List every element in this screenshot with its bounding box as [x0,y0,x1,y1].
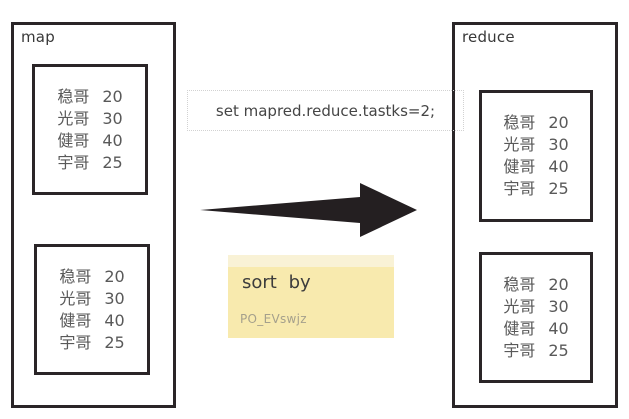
record-value: 40 [548,318,569,338]
record-value: 20 [548,113,569,132]
sticky-note: sort by PO_EVswjz [228,255,394,338]
record-name: 宇哥 [57,152,90,172]
record-name: 稳哥 [59,266,92,286]
record-name: 健哥 [57,130,90,150]
record-row: 宇哥 25 [503,178,568,200]
record-name: 健哥 [503,318,536,338]
map-container: map 稳哥 20 光哥 30 健哥 40 宇哥 25 稳哥 20 [11,22,176,408]
record-value: 25 [548,179,569,198]
sticky-note-band [228,255,394,267]
record-value: 20 [102,86,123,106]
record-value: 30 [102,108,123,128]
record-value: 25 [102,152,123,172]
record-row: 健哥 40 [57,130,122,152]
command-box: set mapred.reduce.tastks=2; [187,90,464,131]
record-value: 40 [548,157,569,176]
record-name: 宇哥 [59,332,92,352]
record-name: 光哥 [503,135,536,154]
record-value: 20 [104,266,125,286]
record-row: 稳哥 20 [59,266,124,288]
record-row: 健哥 40 [59,310,124,332]
record-row: 稳哥 20 [503,274,568,296]
record-name: 稳哥 [57,86,90,106]
record-row: 健哥 40 [503,318,568,340]
sticky-note-title: sort by [242,272,311,293]
sticky-note-watermark: PO_EVswjz [240,312,307,326]
command-text: set mapred.reduce.tastks=2; [215,101,436,120]
record-row: 宇哥 25 [503,340,568,362]
record-row: 光哥 30 [503,296,568,318]
record-value: 30 [548,296,569,316]
record-value: 25 [548,340,569,360]
reduce-partition-1: 稳哥 20 光哥 30 健哥 40 宇哥 25 [479,90,593,222]
record-row: 稳哥 20 [503,112,568,134]
reduce-partition-2: 稳哥 20 光哥 30 健哥 40 宇哥 25 [479,252,593,383]
record-value: 40 [104,310,125,330]
record-name: 光哥 [59,288,92,308]
record-value: 25 [104,332,125,352]
record-row: 宇哥 25 [59,332,124,354]
record-value: 30 [548,135,569,154]
record-name: 宇哥 [503,340,536,360]
record-name: 稳哥 [503,274,536,294]
record-row: 稳哥 20 [57,86,122,108]
record-row: 宇哥 25 [57,152,122,174]
reduce-container: reduce 稳哥 20 光哥 30 健哥 40 宇哥 25 稳哥 20 [452,22,618,408]
record-value: 20 [548,274,569,294]
record-name: 光哥 [57,108,90,128]
map-to-reduce-arrow-icon [196,178,422,242]
record-row: 健哥 40 [503,156,568,178]
map-partition-2: 稳哥 20 光哥 30 健哥 40 宇哥 25 [34,244,150,375]
map-partition-1: 稳哥 20 光哥 30 健哥 40 宇哥 25 [32,64,148,195]
record-value: 30 [104,288,125,308]
record-name: 稳哥 [503,113,536,132]
record-name: 光哥 [503,296,536,316]
map-label: map [21,28,55,46]
record-row: 光哥 30 [57,108,122,130]
reduce-label: reduce [462,28,515,46]
record-row: 光哥 30 [59,288,124,310]
record-value: 40 [102,130,123,150]
record-name: 健哥 [59,310,92,330]
record-name: 健哥 [503,157,536,176]
record-name: 宇哥 [503,179,536,198]
record-row: 光哥 30 [503,134,568,156]
